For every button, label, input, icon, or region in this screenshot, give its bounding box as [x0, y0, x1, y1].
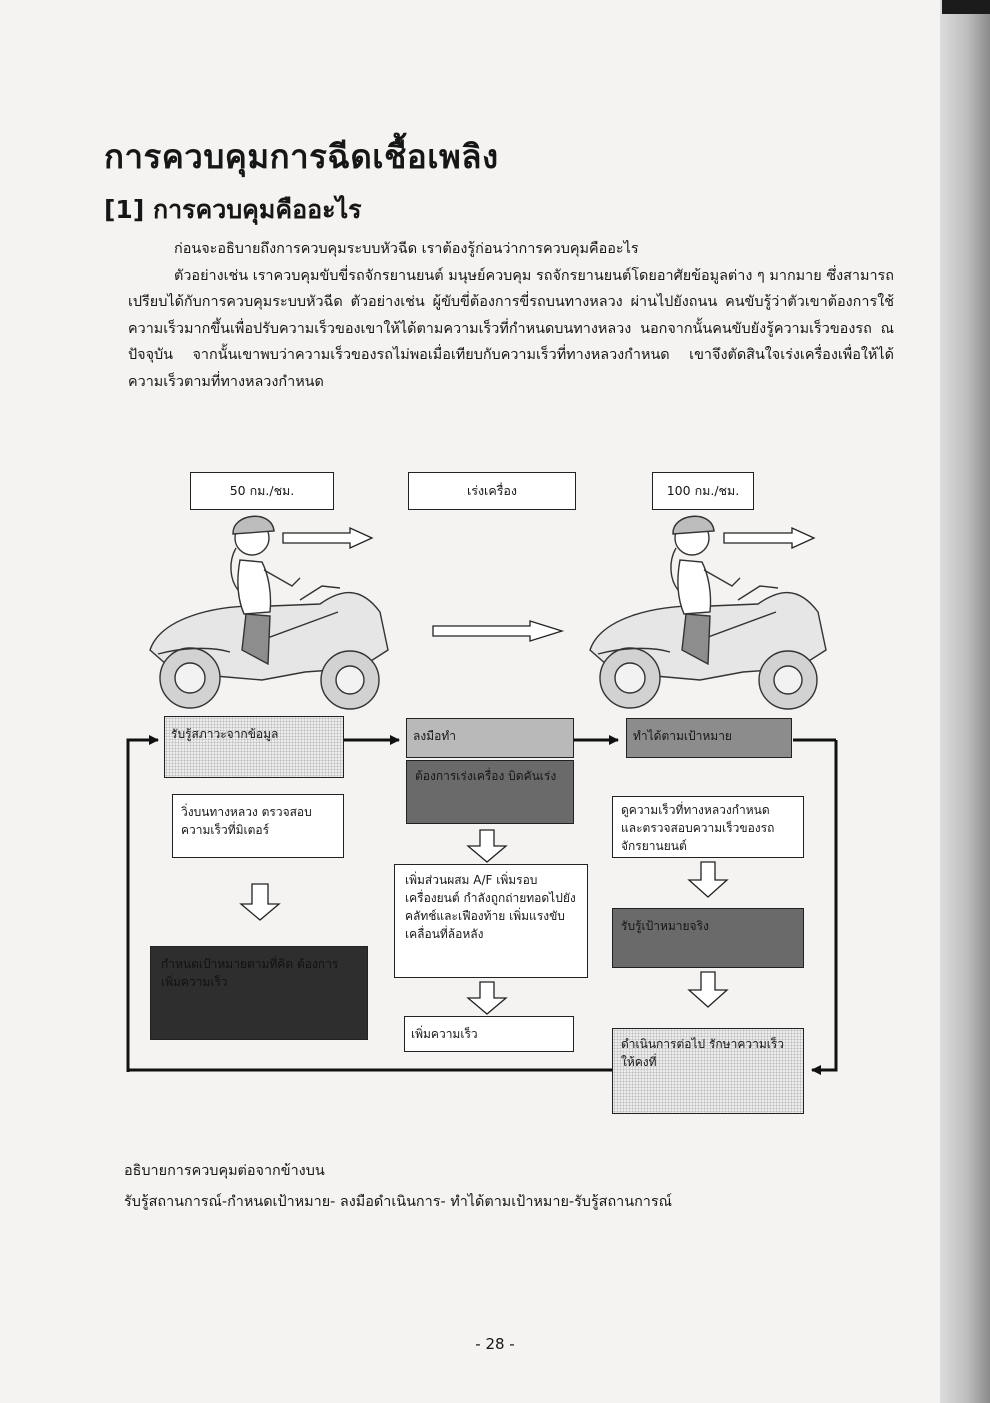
paragraph-1: ก่อนจะอธิบายถึงการควบคุมระบบหัวฉีด เราต้… [174, 241, 639, 257]
caption: อธิบายการควบคุมต่อจากข้างบน รับรู้สถานกา… [124, 1156, 672, 1218]
page-title: การควบคุมการฉีดเชื้อเพลิง [104, 137, 499, 176]
continue-box: ดำเนินการต่อไป รักษาความเร็วให้คงที่ [612, 1028, 804, 1114]
sight-arrow-right [723, 526, 816, 550]
check-speed-box: วิ่งบนทางหลวง ตรวจสอบความเร็วที่มิเตอร์ [172, 794, 344, 858]
achieve-box: ทำได้ตามเป้าหมาย [626, 718, 792, 758]
intro-text: ก่อนจะอธิบายถึงการควบคุมระบบหัวฉีด เราต้… [128, 236, 894, 396]
section-heading: [1] การควบคุมคืออะไร [104, 195, 362, 224]
page-edge [940, 0, 990, 1403]
act-box: ลงมือทำ [406, 718, 574, 758]
motorcycle-rider-illustration-right [589, 515, 827, 710]
observe-box: ดูความเร็วที่ทางหลวงกำหนด และตรวจสอบความ… [612, 796, 804, 858]
speed-target-label: 100 กม./ชม. [652, 472, 754, 510]
page-number: - 28 - [475, 1335, 515, 1353]
progress-arrow-center [432, 620, 565, 642]
mechanism-box: เพิ่มส่วนผสม A/F เพิ่มรอบเครื่องยนต์ กำล… [394, 864, 588, 978]
confirm-goal-box: รับรู้เป้าหมายจริง [612, 908, 804, 968]
speed-start-label: 50 กม./ชม. [190, 472, 334, 510]
throttle-box: ต้องการเร่งเครื่อง บิดคันเร่ง [406, 760, 574, 824]
motorcycle-rider-illustration-left [149, 515, 389, 710]
set-goal-box: กำหนดเป้าหมายตามที่คิด ต้องการเพิ่มความเ… [150, 946, 368, 1040]
paragraph-2: ตัวอย่างเช่น เราควบคุมขับขี่รถจักรยานยนต… [128, 267, 894, 390]
down-arrows [239, 829, 729, 1015]
caption-line-1: อธิบายการควบคุมต่อจากข้างบน [124, 1163, 325, 1179]
page-edge-shadow [942, 0, 990, 14]
feedback-loop [126, 735, 838, 1075]
sight-arrow-left [282, 526, 374, 550]
increase-speed-box: เพิ่มความเร็ว [404, 1016, 574, 1052]
accelerate-label: เร่งเครื่อง [408, 472, 576, 510]
caption-line-2: รับรู้สถานการณ์-กำหนดเป้าหมาย- ลงมือดำเน… [124, 1194, 672, 1210]
perceive-box: รับรู้สภาวะจากข้อมูล [164, 716, 344, 778]
